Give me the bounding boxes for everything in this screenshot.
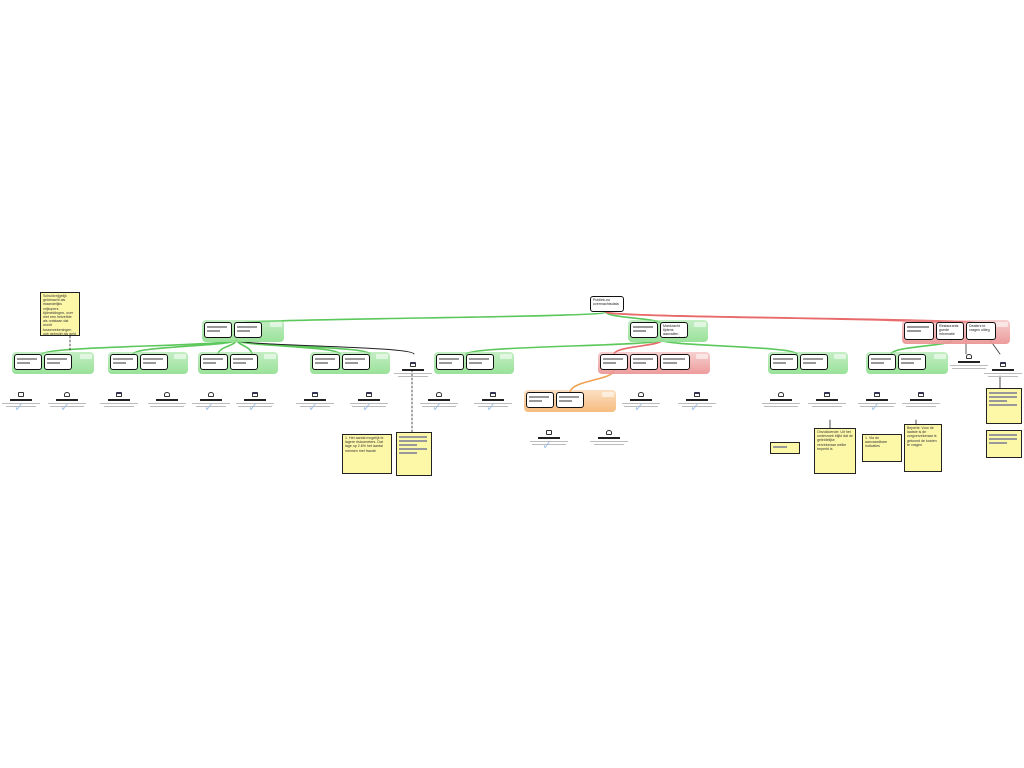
source-15[interactable]: ✓ <box>676 392 718 414</box>
claim-1-4a[interactable] <box>312 354 340 370</box>
claim-3b-text: Restaurants goede informatie <box>939 324 959 336</box>
group-2-tag <box>694 322 706 327</box>
source-21[interactable] <box>982 362 1024 377</box>
claim-1-1a[interactable] <box>14 354 42 370</box>
reason-group-2[interactable]: Mankracht tijdens aanvallen onverminderd <box>628 320 708 342</box>
source-14[interactable]: ✓ <box>620 392 662 414</box>
source-18[interactable]: ✓ <box>856 392 898 414</box>
reason-group-1-3[interactable] <box>198 352 278 374</box>
source-4[interactable] <box>146 392 188 407</box>
reason-group-1-1[interactable] <box>12 352 94 374</box>
note-right-1[interactable]: Onvoldoende: Uit het onderzoek blijkt da… <box>814 428 856 474</box>
note-far-right-2[interactable] <box>986 430 1022 458</box>
claim-2b[interactable]: Mankracht tijdens aanvallen onverminderd <box>660 322 688 338</box>
note-top-left-text: Schuldvrijgelijk geldmacht als maandelij… <box>43 294 76 336</box>
note-right-3[interactable]: Beperkt: Voor de laatste is de zorgverze… <box>904 424 942 472</box>
rebuttal-group-2-2[interactable] <box>524 390 616 412</box>
claim-1b[interactable] <box>234 322 262 338</box>
claim-1-3b[interactable] <box>230 354 258 370</box>
reason-group-3-1[interactable] <box>866 352 948 374</box>
reason-group-2-1[interactable] <box>434 352 514 374</box>
claim-3-1b[interactable] <box>898 354 926 370</box>
claim-2-2c[interactable] <box>660 354 690 370</box>
source-11[interactable]: ✓ <box>472 392 514 414</box>
source-7[interactable]: ✓ <box>294 392 336 414</box>
claim-1-2a[interactable] <box>110 354 138 370</box>
note-far-right-1[interactable] <box>986 388 1022 424</box>
note-right-1-text: Onvoldoende: Uit het onderzoek blijkt da… <box>817 430 853 451</box>
claim-3-1a[interactable] <box>868 354 896 370</box>
claim-3c[interactable]: Dealers te vragen uitleg <box>966 322 996 340</box>
source-10[interactable]: ✓ <box>418 392 460 414</box>
source-3[interactable] <box>98 392 140 407</box>
claim-2-2b[interactable] <box>630 354 658 370</box>
reason-group-1-4[interactable] <box>310 352 390 374</box>
source-2[interactable]: ✓ <box>46 392 88 414</box>
note-tiny[interactable] <box>770 442 800 454</box>
root-claim[interactable]: Publiek-nu overmachtsdata <box>590 296 624 312</box>
source-13[interactable] <box>588 430 630 445</box>
note-left-center-text: 1. Het aantal mogelijk te lagere risicom… <box>345 436 384 453</box>
source-6[interactable]: ✓ <box>234 392 276 414</box>
note-left-center[interactable]: 1. Het aantal mogelijk te lagere risicom… <box>342 434 392 474</box>
claim-1-2b[interactable] <box>140 354 168 370</box>
source-1[interactable]: ✓ <box>0 392 42 414</box>
note-right-2-text: 1. Via de aanvaardbare indicaties <box>865 436 888 449</box>
objection-1-tag <box>996 322 1008 327</box>
reason-group-2-3[interactable] <box>768 352 848 374</box>
claim-2a[interactable] <box>630 322 658 338</box>
source-16[interactable] <box>760 392 802 407</box>
source-12[interactable]: ✓ <box>528 430 570 452</box>
note-right-2[interactable]: 1. Via de aanvaardbare indicaties <box>862 434 902 462</box>
claim-1a[interactable] <box>204 322 232 338</box>
root-claim-text: Publiek-nu overmachtsdata <box>593 298 619 306</box>
reason-group-1-2[interactable] <box>108 352 188 374</box>
claim-2-3a[interactable] <box>770 354 798 370</box>
claim-2-1a[interactable] <box>436 354 464 370</box>
source-9[interactable] <box>392 362 434 377</box>
claim-2-2a[interactable] <box>600 354 628 370</box>
source-20[interactable] <box>948 354 990 369</box>
note-right-3-text: Beperkt: Voor de laatste is de zorgverze… <box>907 426 937 447</box>
claim-2-2-1b[interactable] <box>556 392 584 408</box>
objection-group-2-2[interactable] <box>598 352 710 374</box>
claim-2-2-1a[interactable] <box>526 392 554 408</box>
note-center[interactable] <box>396 432 432 476</box>
claim-2-1b[interactable] <box>466 354 494 370</box>
claim-1-4b[interactable] <box>342 354 370 370</box>
claim-2b-text: Mankracht tijdens aanvallen onverminderd <box>663 324 685 338</box>
claim-3c-text: Dealers te vragen uitleg <box>969 324 990 332</box>
objection-group-1[interactable]: Restaurants goede informatie Dealers te … <box>902 320 1010 344</box>
source-5[interactable]: ✓ <box>190 392 232 414</box>
claim-1-3a[interactable] <box>200 354 228 370</box>
claim-3a[interactable] <box>904 322 934 340</box>
reason-group-1[interactable] <box>202 320 284 342</box>
source-17[interactable] <box>806 392 848 407</box>
group-1-tag <box>270 322 282 327</box>
claim-1-1b[interactable] <box>44 354 72 370</box>
claim-3b[interactable]: Restaurants goede informatie <box>936 322 964 340</box>
note-top-left[interactable]: Schuldvrijgelijk geldmacht als maandelij… <box>40 292 80 336</box>
source-19[interactable] <box>900 392 942 407</box>
source-8[interactable]: ✓ <box>348 392 390 414</box>
claim-2-3b[interactable] <box>800 354 828 370</box>
